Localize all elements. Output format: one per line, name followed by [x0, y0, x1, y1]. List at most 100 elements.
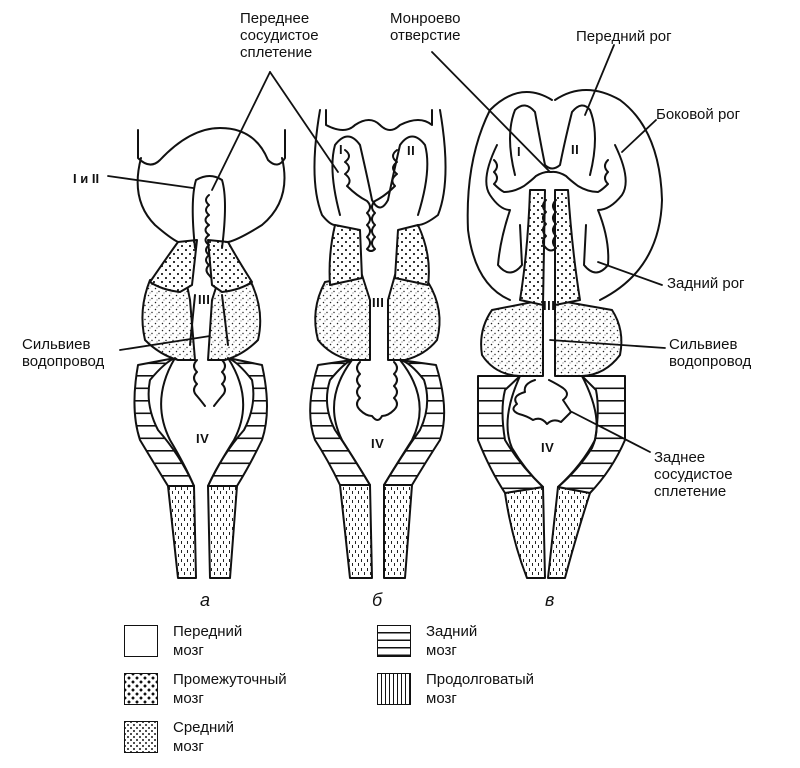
label-anterior-choroid-plexus: Переднее сосудистое сплетение	[240, 10, 319, 61]
label-line: водопровод	[22, 353, 105, 370]
legend-line: мозг	[173, 690, 204, 707]
stage-b-plexus	[344, 149, 398, 252]
label-line: Переднее	[240, 10, 310, 27]
legend-line: мозг	[173, 738, 204, 755]
stage-a-diencephalon-left	[149, 239, 198, 293]
stage-b-midbrain-right	[387, 274, 441, 361]
legend-item-diencephalon: Промежуточный мозг	[124, 670, 313, 708]
legend-swatch-fine-dots	[124, 721, 158, 753]
leader-sylvian-right	[549, 339, 666, 349]
stage-label-b: б	[372, 590, 383, 610]
stage-a-ventricle-3-wall	[189, 294, 229, 346]
stage-b-brain	[309, 109, 447, 579]
leader-sylvian-left	[119, 335, 211, 351]
numeral-b-ventricle-3: III	[372, 295, 385, 310]
label-anterior-horn: Передний рог	[576, 28, 672, 45]
stage-c-medulla-right	[547, 486, 591, 579]
stage-c-diencephalon-right	[554, 189, 581, 306]
stage-label-c: в	[545, 590, 555, 610]
stage-c-lateral-ventricles	[485, 104, 627, 274]
stage-b-medulla-left	[339, 484, 373, 579]
label-ventricles-1-2: I и II	[73, 171, 100, 186]
label-line: сплетение	[240, 44, 313, 61]
leader-anterior-plexus-b	[269, 71, 339, 173]
stage-b-diencephalon-left	[328, 224, 363, 286]
legend-line: Задний	[426, 623, 478, 640]
stage-a-medulla-left	[167, 485, 197, 579]
stage-c-medulla-left	[504, 486, 546, 579]
legend-text: Средний мозг	[173, 718, 313, 756]
stage-label-a: а	[200, 590, 211, 610]
legend-item-hindbrain: Задний мозг	[377, 622, 566, 660]
legend-swatch-vertical-dashes	[377, 673, 411, 705]
legend-swatch-horizontal-stripes	[377, 625, 411, 657]
legend-line: мозг	[426, 642, 457, 659]
numeral-b-ventricle-1: I	[339, 142, 344, 157]
legend-swatch-crosses	[124, 673, 158, 705]
label-line: Монроево	[390, 10, 461, 27]
legend-text: Продолговатый мозг	[426, 670, 566, 708]
numeral-c-ventricle-1: I	[517, 144, 522, 159]
stage-b-forebrain	[313, 109, 447, 226]
stage-a-posterior-plexus-right	[213, 359, 226, 407]
stage-a-midbrain-left	[141, 274, 196, 361]
label-line: сплетение	[654, 483, 727, 500]
numeral-a-ventricle-3: III	[198, 292, 211, 307]
stage-c-posterior-plexus	[512, 379, 572, 425]
legend-text: Передний мозг	[173, 622, 313, 660]
label-monro-foramen: Монроево отверстие	[390, 10, 460, 44]
leader-lateral-horn	[621, 119, 657, 153]
stage-c-midbrain-right	[554, 299, 623, 377]
stage-b-fourth-ventricle	[333, 359, 421, 486]
stage-a-brain	[133, 127, 286, 579]
legend-text: Задний мозг	[426, 622, 566, 660]
stage-c-hindbrain-left	[477, 375, 544, 494]
stage-b-midbrain-left	[314, 274, 371, 361]
label-sylvian-aqueduct-right: Сильвиев водопровод	[669, 336, 751, 370]
stage-c-fourth-ventricle	[506, 375, 598, 488]
stage-a-diencephalon-right	[207, 239, 253, 293]
label-line: водопровод	[669, 353, 752, 370]
stage-a-plexus	[204, 194, 212, 279]
stage-c-third-ventricle-plexus	[542, 199, 557, 252]
legend-text: Промежуточный мозг	[173, 670, 313, 708]
numeral-c-ventricle-3: III	[543, 298, 556, 313]
numeral-a-ventricle-4: IV	[196, 431, 210, 446]
leader-anterior-plexus-a	[211, 71, 271, 191]
stage-c-hemisphere-outline	[466, 89, 663, 301]
leader-ventricles-1-2	[107, 175, 194, 189]
stage-a-midbrain-right	[207, 274, 262, 361]
numeral-c-ventricle-2: II	[571, 142, 580, 157]
stage-a-forebrain-cavity	[191, 175, 226, 249]
stage-a-forebrain	[136, 127, 286, 243]
legend-line: мозг	[173, 642, 204, 659]
legend-line: Промежуточный	[173, 671, 287, 688]
stage-a-medulla-right	[207, 485, 238, 579]
label-lateral-horn: Боковой рог	[656, 106, 741, 123]
numeral-b-ventricle-4: IV	[371, 436, 385, 451]
stage-a-fourth-ventricle	[160, 357, 245, 487]
stage-b-lateral-ventricles	[331, 135, 429, 216]
legend-line: мозг	[426, 690, 457, 707]
legend-line: Средний	[173, 719, 234, 736]
label-line: Сильвиев	[669, 336, 738, 353]
numeral-c-ventricle-4: IV	[541, 440, 555, 455]
label-posterior-horn: Задний рог	[667, 275, 745, 292]
label-line: отверстие	[390, 27, 461, 44]
label-line: сосудистое	[240, 27, 319, 44]
stage-c-midbrain-left	[480, 299, 544, 377]
label-line: сосудистое	[654, 466, 733, 483]
label-sylvian-aqueduct-left: Сильвиев водопровод	[22, 336, 104, 370]
leader-anterior-horn	[584, 44, 615, 116]
stage-b-diencephalon-right	[394, 224, 430, 286]
stage-b-hindbrain-right	[383, 359, 446, 486]
stage-c-brain	[466, 89, 663, 579]
legend-swatch-blank	[124, 625, 158, 657]
numeral-b-ventricle-2: II	[407, 143, 416, 158]
label-posterior-choroid-plexus: Заднее сосудистое сплетение	[654, 449, 733, 500]
leader-monro	[431, 51, 551, 173]
stage-a-hindbrain-left	[133, 357, 195, 487]
leader-posterior-horn	[597, 261, 663, 286]
stage-b-posterior-plexus	[356, 361, 398, 421]
